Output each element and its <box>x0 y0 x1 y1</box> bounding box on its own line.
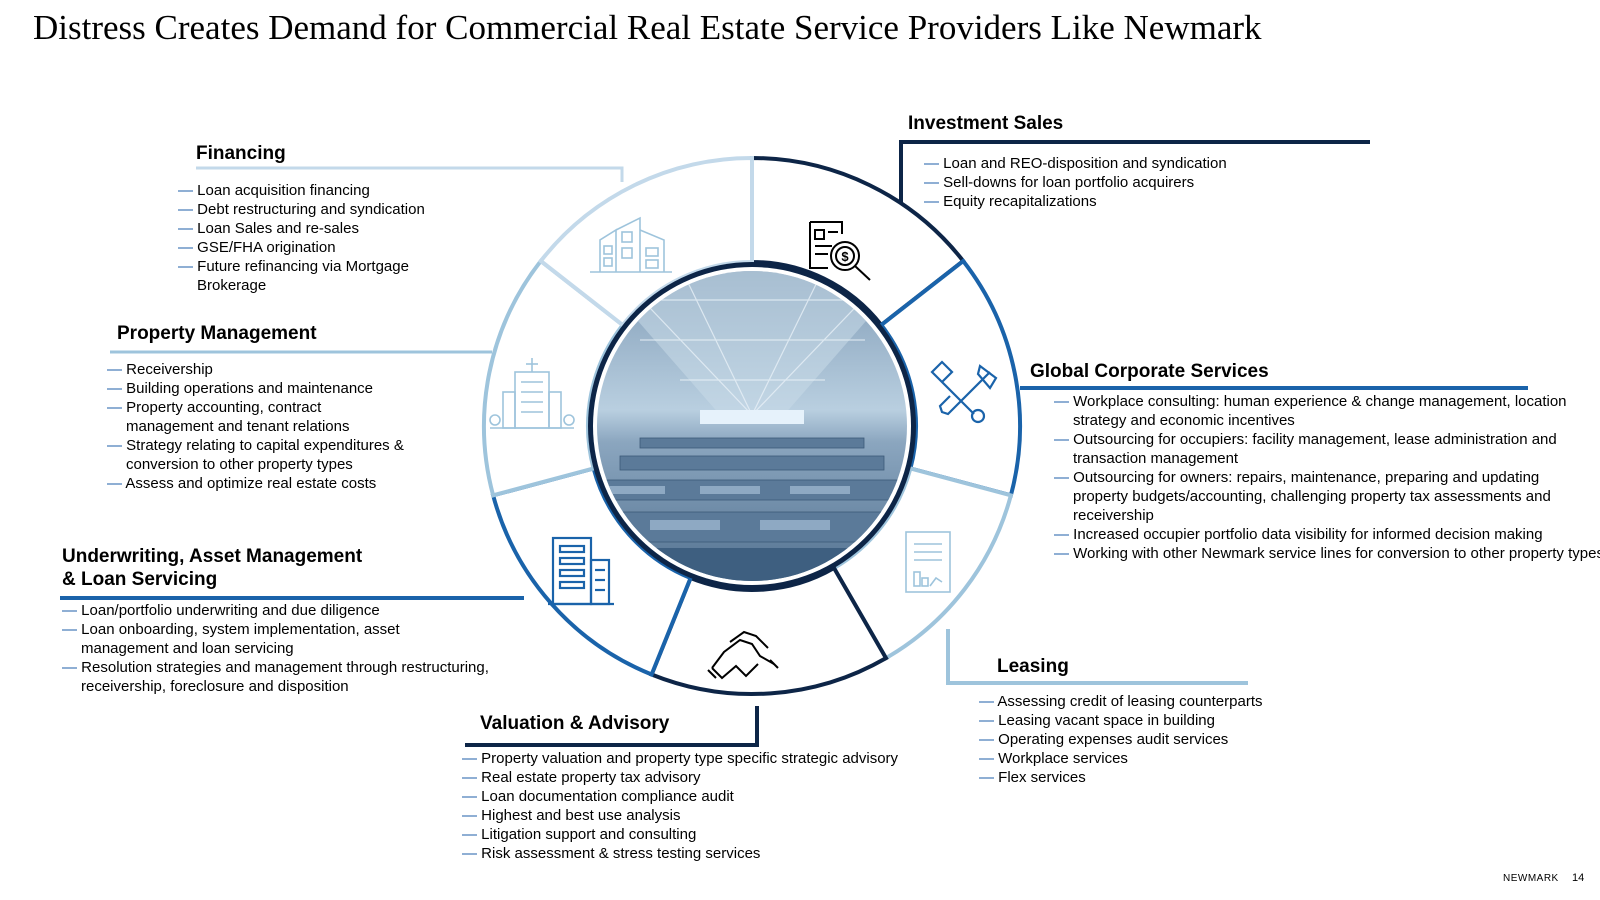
list-item: — Litigation support and consulting <box>462 826 697 843</box>
section-global-corporate: Global Corporate Services — Workplace co… <box>1030 360 1600 563</box>
section-leasing: Leasing — Assessing credit of leasing co… <box>979 655 1317 787</box>
section-underwriting: Underwriting, Asset Management & Loan Se… <box>62 545 532 696</box>
footer-brand: NEWMARK <box>1503 873 1559 884</box>
section-valuation: Valuation & Advisory — Property valuatio… <box>462 712 950 863</box>
list-item: — Leasing vacant space in building <box>979 712 1215 729</box>
list-item: — Real estate property tax advisory <box>462 769 701 786</box>
page-title: Distress Creates Demand for Commercial R… <box>33 8 1262 47</box>
page-number: 14 <box>1572 872 1585 884</box>
heading-investment-sales: Investment Sales <box>908 113 1064 134</box>
heading-valuation: Valuation & Advisory <box>480 713 670 734</box>
list-item: — Property valuation and property type s… <box>462 750 899 767</box>
list-item: — Loan documentation compliance audit <box>462 788 734 805</box>
connector-lines <box>60 140 1528 747</box>
heading-underwriting: Underwriting, Asset Management & Loan Se… <box>62 546 363 590</box>
heading-global-corporate: Global Corporate Services <box>1030 361 1269 382</box>
list-item: — Loan/portfolio underwriting and due di… <box>62 602 380 619</box>
list-item: — Highest and best use analysis <box>462 807 681 824</box>
office-photo <box>588 262 916 590</box>
document-dollar-search-icon: $ <box>809 221 871 281</box>
connector-financing <box>196 166 624 182</box>
list-item: — Flex services <box>979 769 1086 786</box>
list-item: — Loan and REO-disposition and syndicati… <box>924 155 1227 172</box>
connector-valuation <box>465 706 759 747</box>
apartment-building-icon <box>548 536 614 606</box>
list-item: — Outsourcing for owners: repairs, maint… <box>1054 469 1551 524</box>
handshake-icon <box>707 630 779 680</box>
svg-text:$: $ <box>841 249 849 264</box>
heading-property-management: Property Management <box>117 323 317 344</box>
tools-icon <box>930 360 998 424</box>
list-item: — Loan Sales and re-sales <box>178 220 359 237</box>
list-item: — Risk assessment & stress testing servi… <box>462 845 761 862</box>
list-item: — Workplace services <box>979 750 1128 767</box>
list-item: — Building operations and maintenance <box>107 380 374 397</box>
list-item: — Increased occupier portfolio data visi… <box>1054 526 1543 543</box>
list-item: — Receivership <box>107 361 213 378</box>
list-item: — Operating expenses audit services <box>979 731 1229 748</box>
heading-leasing: Leasing <box>997 656 1069 677</box>
list-item: — Debt restructuring and syndication <box>178 201 425 218</box>
office-building-icon <box>590 216 672 273</box>
list-item: — Resolution strategies and management t… <box>62 659 489 695</box>
section-financing: Financing — Loan acquisition financing —… <box>178 142 526 295</box>
list-item: — Strategy relating to capital expenditu… <box>107 437 404 473</box>
list-item: — Workplace consulting: human experience… <box>1054 393 1567 429</box>
tall-building-icon <box>489 358 575 429</box>
document-chart-icon <box>905 531 951 593</box>
list-item: — Sell-downs for loan portfolio acquirer… <box>924 174 1195 191</box>
list-item: — Assess and optimize real estate costs <box>107 475 377 492</box>
list-item: — Equity recapitalizations <box>924 193 1097 210</box>
connector-investment-sales <box>899 140 1370 220</box>
list-item: — Working with other Newmark service lin… <box>1054 545 1600 562</box>
list-item: — Future refinancing via Mortgage Broker… <box>178 258 409 294</box>
list-item: — Loan acquisition financing <box>178 182 370 199</box>
connector-leasing <box>946 629 1248 685</box>
list-item: — GSE/FHA origination <box>178 239 336 256</box>
heading-financing: Financing <box>196 143 286 164</box>
list-item: — Assessing credit of leasing counterpar… <box>979 693 1263 710</box>
section-property-management: Property Management — Receivership — Bui… <box>107 322 437 493</box>
section-investment-sales: Investment Sales — Loan and REO-disposit… <box>908 112 1288 211</box>
list-item: — Loan onboarding, system implementation… <box>62 621 400 657</box>
service-ring <box>482 155 1022 696</box>
list-item: — Property accounting, contract manageme… <box>107 399 350 435</box>
list-item: — Outsourcing for occupiers: facility ma… <box>1054 431 1557 467</box>
